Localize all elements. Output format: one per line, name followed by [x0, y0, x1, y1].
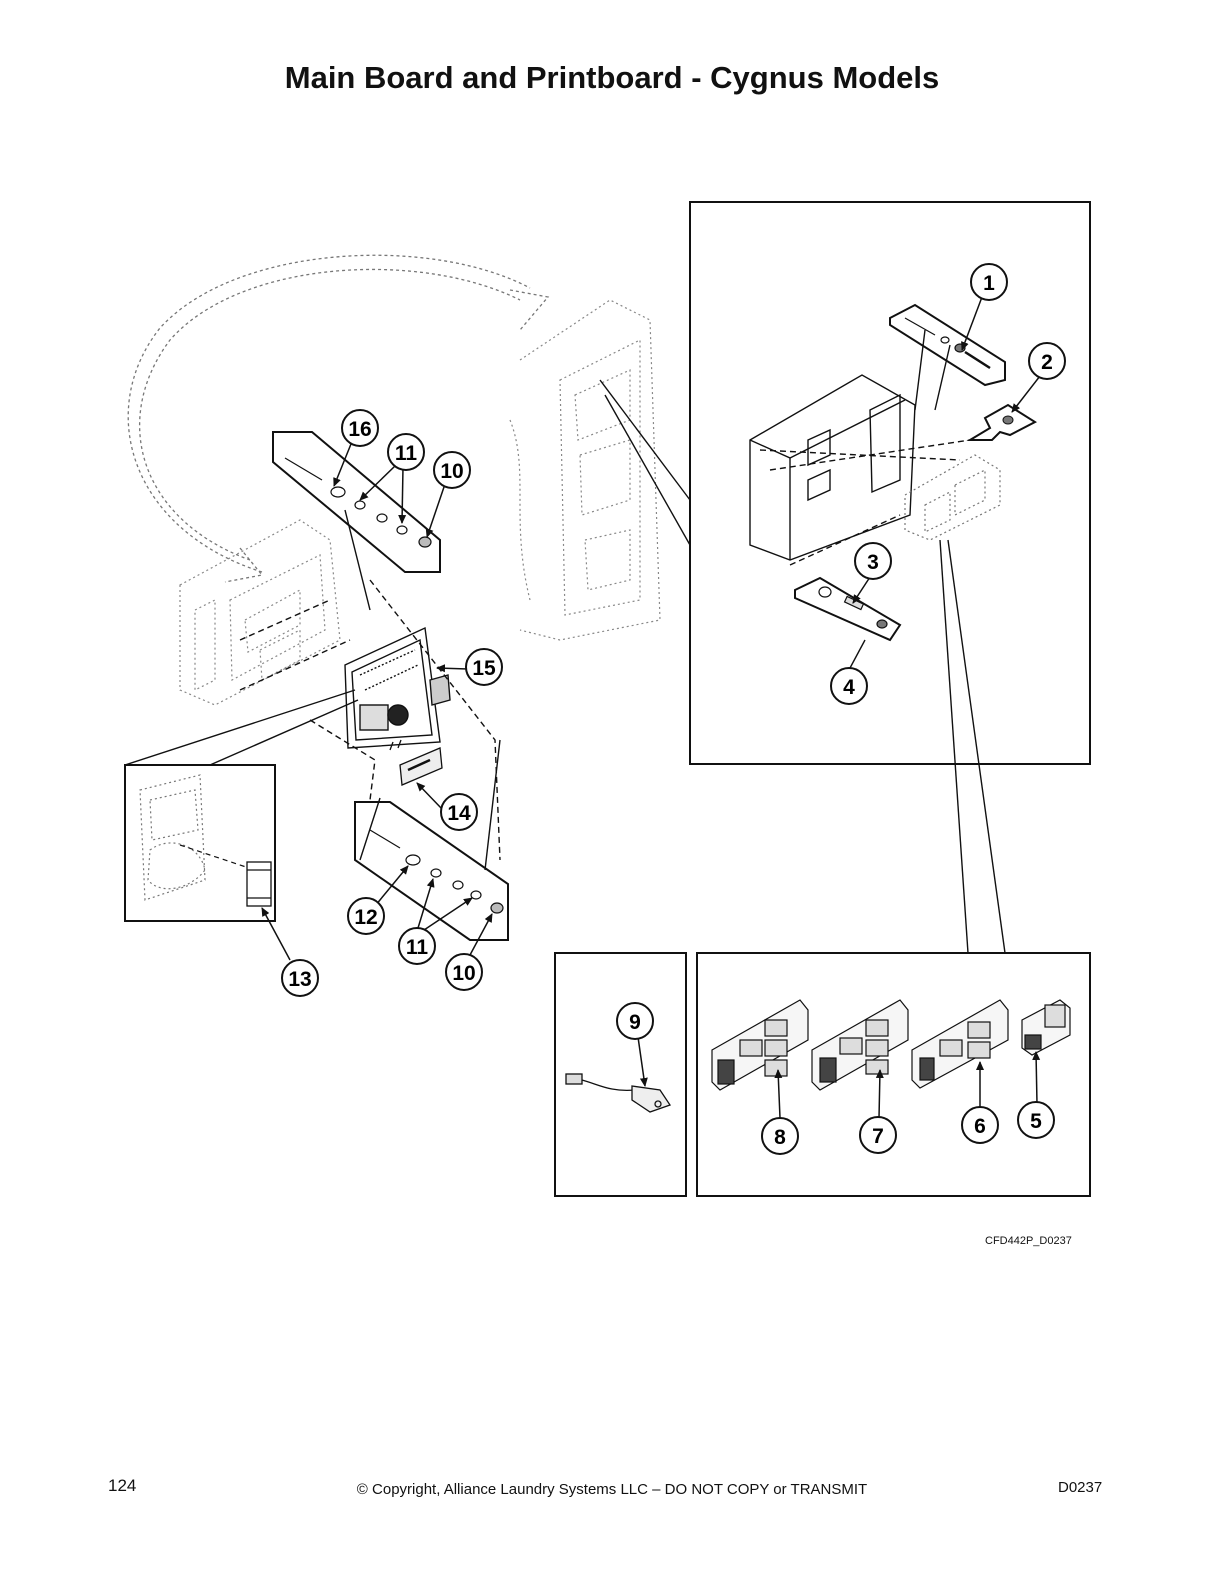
wire-harness — [565, 1073, 672, 1113]
callout-9: 9 — [616, 1002, 654, 1040]
callout-10-top: 10 — [433, 451, 471, 489]
svg-text:12: 12 — [354, 906, 377, 929]
callout-11-bottom: 11 — [398, 927, 436, 965]
callout-7: 7 — [859, 1116, 897, 1154]
svg-text:6: 6 — [974, 1115, 986, 1138]
svg-text:8: 8 — [774, 1126, 786, 1149]
relay-board-5 — [1021, 999, 1071, 1056]
svg-text:16: 16 — [348, 418, 371, 441]
svg-text:1: 1 — [983, 272, 995, 295]
control-box-bracket — [749, 374, 971, 566]
callout-6: 6 — [961, 1106, 999, 1144]
detail-frame-control-box — [689, 201, 1091, 765]
fuse-detail — [139, 774, 256, 901]
svg-text:14: 14 — [447, 802, 471, 825]
callout-3: 3 — [854, 542, 892, 580]
part-2-strip — [966, 403, 1038, 441]
callout-10-bottom: 10 — [445, 953, 483, 991]
assembly-lines — [124, 379, 1006, 954]
relay-block-assembly — [904, 454, 1001, 541]
rotation-arrow — [127, 254, 550, 583]
callout-5: 5 — [1017, 1101, 1055, 1139]
svg-text:10: 10 — [452, 962, 475, 985]
hardware-top — [284, 457, 432, 548]
callout-12: 12 — [347, 897, 385, 935]
relay-board-8 — [711, 999, 809, 1091]
svg-text:2: 2 — [1041, 351, 1053, 374]
callout-11-top: 11 — [387, 433, 425, 471]
callout-13: 13 — [281, 959, 319, 997]
callout-2: 2 — [1028, 342, 1066, 380]
hardware-strip-top — [272, 431, 441, 573]
svg-text:5: 5 — [1030, 1110, 1042, 1133]
figure-id: CFD442P_D0237 — [985, 1235, 1072, 1247]
hardware-strip-bottom — [354, 801, 509, 941]
main-control-board — [344, 626, 451, 749]
callout-1: 1 — [970, 263, 1008, 301]
svg-text:15: 15 — [472, 657, 496, 680]
document-code: D0237 — [1058, 1479, 1103, 1496]
main-chassis — [179, 519, 341, 706]
page-title: Main Board and Printboard - Cygnus Model… — [284, 60, 940, 95]
callout-15: 15 — [465, 648, 503, 686]
callout-14: 14 — [440, 793, 478, 831]
svg-text:11: 11 — [395, 442, 418, 465]
detail-frame-harness — [554, 952, 687, 1197]
part-3-4-strip — [794, 576, 902, 642]
relay-board-6 — [911, 999, 1009, 1089]
hardware-bottom — [369, 829, 504, 914]
relay-board-7 — [811, 999, 909, 1091]
display-board — [389, 739, 443, 786]
svg-text:9: 9 — [629, 1011, 641, 1034]
fuse — [246, 861, 272, 907]
detail-frame-relay-boards — [696, 952, 1091, 1197]
copyright-notice: © Copyright, Alliance Laundry Systems LL… — [356, 1481, 868, 1498]
svg-text:3: 3 — [867, 551, 879, 574]
svg-text:7: 7 — [872, 1125, 884, 1148]
fastener-parts-3-4 — [818, 586, 888, 629]
svg-text:13: 13 — [288, 968, 311, 991]
svg-text:4: 4 — [843, 676, 855, 699]
svg-text:11: 11 — [406, 936, 429, 959]
callout-arrows — [261, 296, 1041, 1119]
part-1-strip — [889, 303, 1006, 387]
callout-8: 8 — [761, 1117, 799, 1155]
machine-panel — [509, 299, 661, 641]
callout-16: 16 — [341, 409, 379, 447]
callout-4: 4 — [830, 667, 868, 705]
page-number: 124 — [108, 1476, 137, 1495]
nut-part-2 — [1002, 415, 1014, 425]
detail-frame-fuse — [124, 764, 276, 922]
svg-text:10: 10 — [440, 460, 463, 483]
